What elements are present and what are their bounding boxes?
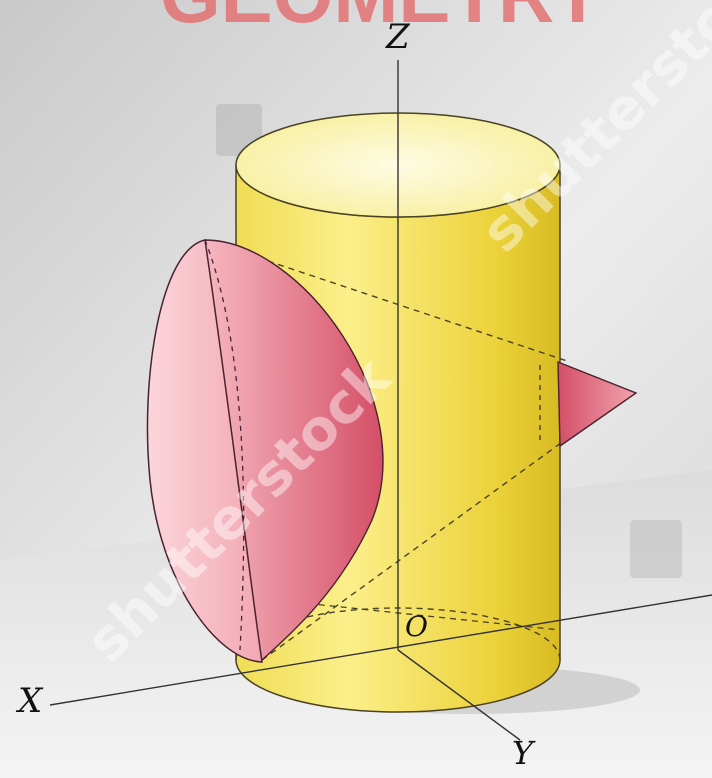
x-axis-label: X xyxy=(15,681,44,721)
cone-base xyxy=(146,239,263,663)
x-axis xyxy=(49,594,712,706)
cone-hidden-edge xyxy=(204,239,571,363)
logo-watermark: GEOMETRY xyxy=(160,0,603,39)
y-axis xyxy=(397,649,521,741)
cone-hidden-edge xyxy=(261,439,566,661)
watermark-badge-icon xyxy=(630,520,682,578)
cone-base-hidden-edge xyxy=(204,239,245,651)
z-axis-label: Z xyxy=(385,17,411,57)
base-hidden-edge xyxy=(274,599,561,631)
origin-label: O xyxy=(405,610,428,643)
cone-tip xyxy=(557,360,638,448)
y-axis-label: Y xyxy=(512,734,536,772)
